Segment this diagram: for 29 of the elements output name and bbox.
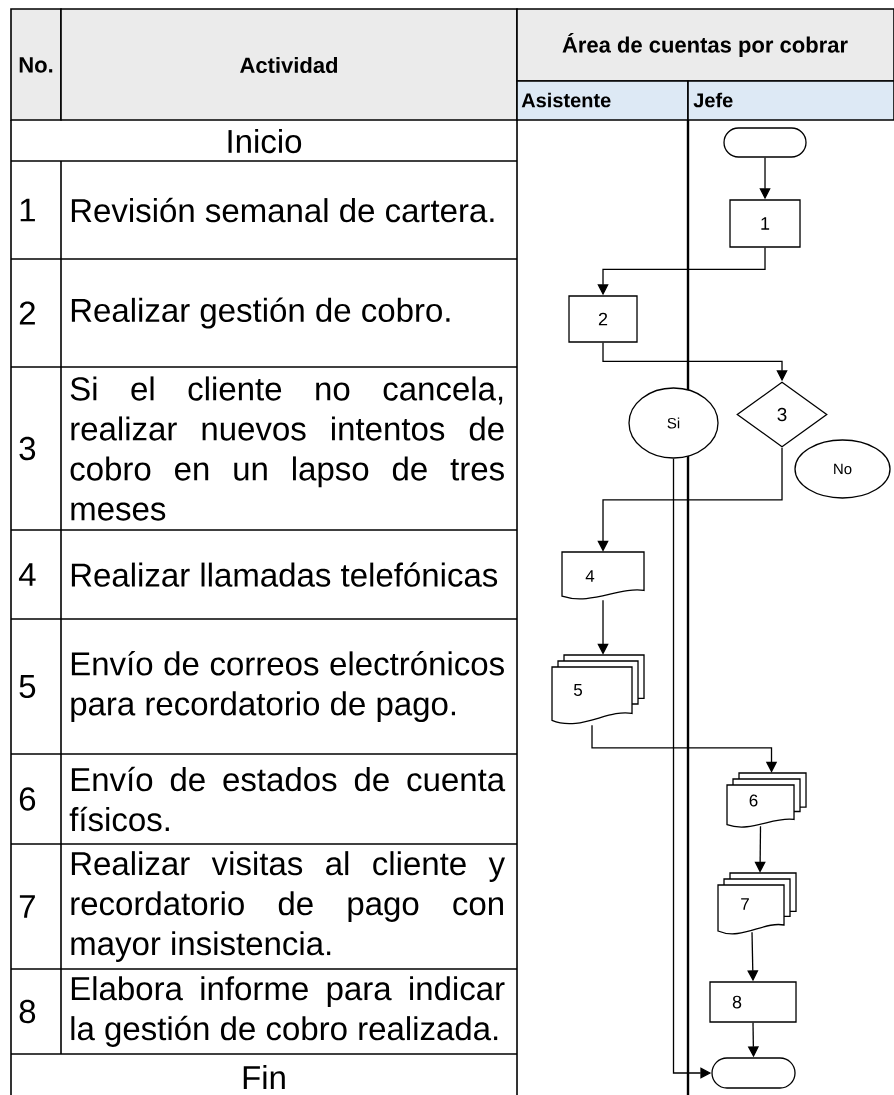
activity-description: Realizar visitas al cliente y recordatorio de pago con mayor insistencia.	[71, 851, 506, 962]
step-number: 4	[18, 563, 36, 586]
step-number: 3	[19, 436, 36, 461]
lane-header: Asistente	[516, 80, 689, 121]
header-cell: No.	[10, 8, 62, 121]
activity-description: Envío de estados de cuenta físicos.	[69, 766, 506, 832]
oval-node: No	[794, 439, 891, 499]
step-number: 6	[19, 787, 36, 811]
end-label: Fin	[243, 1065, 285, 1089]
step-number: 5	[19, 675, 36, 699]
start-label: Inicio	[228, 128, 302, 154]
activity-description: Si el cliente no cancela, realizar nuevos intentos de cobro en un lapso de tres meses	[70, 376, 504, 521]
activity-description: Realizar gestión de cobro.	[71, 297, 450, 329]
activity-description: Envío de correos electrónicos para recordatorio de pago.	[71, 650, 504, 723]
step-number: 2	[19, 301, 35, 325]
terminal-symbol	[723, 127, 807, 158]
process-box: 8	[709, 981, 797, 1023]
activity-description: Realizar llamadas telefónicas	[71, 562, 498, 587]
terminal-symbol	[711, 1057, 796, 1089]
process-box: 2	[568, 295, 638, 343]
header-cell: Área de cuentas por cobrar	[516, 8, 894, 82]
step-number: 1	[20, 198, 35, 222]
lane-header: Jefe	[687, 80, 894, 121]
step-number: 7	[19, 895, 35, 918]
oval-node: Si	[628, 387, 719, 459]
step-number: 8	[19, 999, 36, 1024]
activity-description: Revisión semanal de cartera.	[71, 197, 494, 223]
process-box: 1	[729, 199, 801, 248]
activity-description: Elabora informe para indicar la gestión de cobro realizada.	[71, 976, 505, 1047]
